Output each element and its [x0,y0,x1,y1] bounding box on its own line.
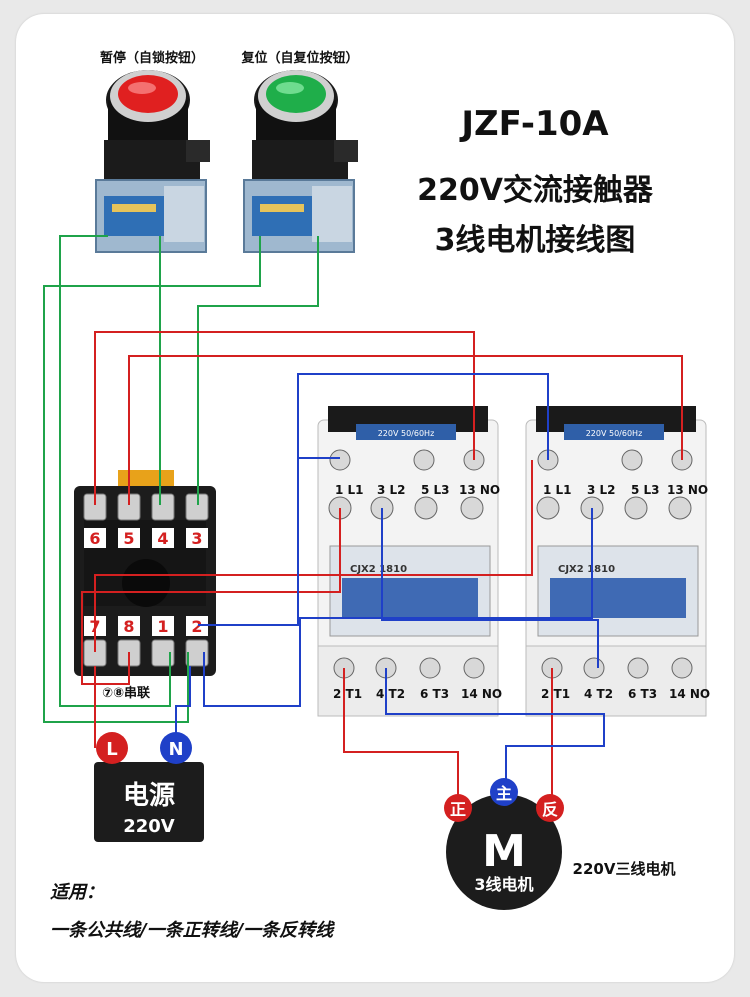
motor-symbol: M [482,826,526,877]
applicable-detail: 一条公共线/一条正转线/一条反转线 [50,920,335,941]
svg-text:6 T3: 6 T3 [420,687,449,701]
svg-text:13 NO: 13 NO [459,483,500,497]
svg-text:14 NO: 14 NO [461,687,502,701]
svg-text:3 L2: 3 L2 [587,483,616,497]
reverse-label: 反 [542,800,558,819]
live-label: L [106,739,117,760]
model-title: JZF-10A [459,104,609,144]
svg-text:6 T3: 6 T3 [628,687,657,701]
contactor-2-rating: 220V 50/60Hz [586,429,643,438]
svg-text:14 NO: 14 NO [669,687,710,701]
svg-text:3 L2: 3 L2 [377,483,406,497]
contactor-2-model: CJX2 1810 [558,564,615,575]
svg-text:4 T2: 4 T2 [376,687,405,701]
motor-name: 3线电机 [474,875,533,894]
neutral-terminal [160,732,192,764]
pause-button-label: 暂停（自锁按钮） [100,50,204,66]
red-pause-button [95,70,210,253]
power-supply-block [94,762,204,842]
svg-text:1 L1: 1 L1 [335,483,364,497]
reset-button-label: 复位（自复位按钮） [240,50,358,66]
reverse-terminal [536,794,564,822]
relay-terminal-2: 2 [191,617,202,636]
contactor-1-rating: 220V 50/60Hz [378,429,435,438]
svg-text:5 L3: 5 L3 [631,483,660,497]
subtitle-line2: 3线电机接线图 [435,223,636,258]
svg-text:2 T1: 2 T1 [541,687,570,701]
common-terminal [490,778,518,806]
svg-text:13 NO: 13 NO [667,483,708,497]
live-terminal [96,732,128,764]
motor-description: 220V三线电机 [573,860,676,878]
contactor-2-top-labels: 1 L1 3 L2 5 L3 13 NO 2 T1 4 T2 6 T3 14 N… [541,483,710,701]
contactor-forward [317,406,499,717]
forward-label: 正 [450,800,466,819]
relay-terminal-4: 4 [157,529,168,548]
contactor-1-model: CJX2 1810 [350,564,407,575]
relay-terminal-3: 3 [191,529,202,548]
svg-text:1 L1: 1 L1 [543,483,572,497]
motor-body [446,794,562,910]
relay-series-note-box [88,682,164,702]
power-voltage: 220V [123,816,175,837]
neutral-label: N [168,739,183,760]
relay-series-note: ⑦⑧串联 [102,685,150,701]
green-reset-button [243,70,358,253]
relay-terminal-8: 8 [123,617,134,636]
svg-text:2 T1: 2 T1 [333,687,362,701]
applicable-heading: 适用： [50,882,104,903]
relay-terminal-6: 6 [89,529,100,548]
forward-terminal [444,794,472,822]
svg-text:5 L3: 5 L3 [421,483,450,497]
subtitle-line1: 220V交流接触器 [417,173,654,208]
svg-text:4 T2: 4 T2 [584,687,613,701]
common-label: 主 [496,784,512,803]
power-title: 电源 [123,781,175,811]
relay-terminal-5: 5 [123,529,134,548]
contactor-1-top-labels: 1 L1 3 L2 5 L3 13 NO 2 T1 4 T2 6 T3 14 N… [333,483,502,701]
relay-terminal-1: 1 [157,617,168,636]
wires [43,235,683,800]
